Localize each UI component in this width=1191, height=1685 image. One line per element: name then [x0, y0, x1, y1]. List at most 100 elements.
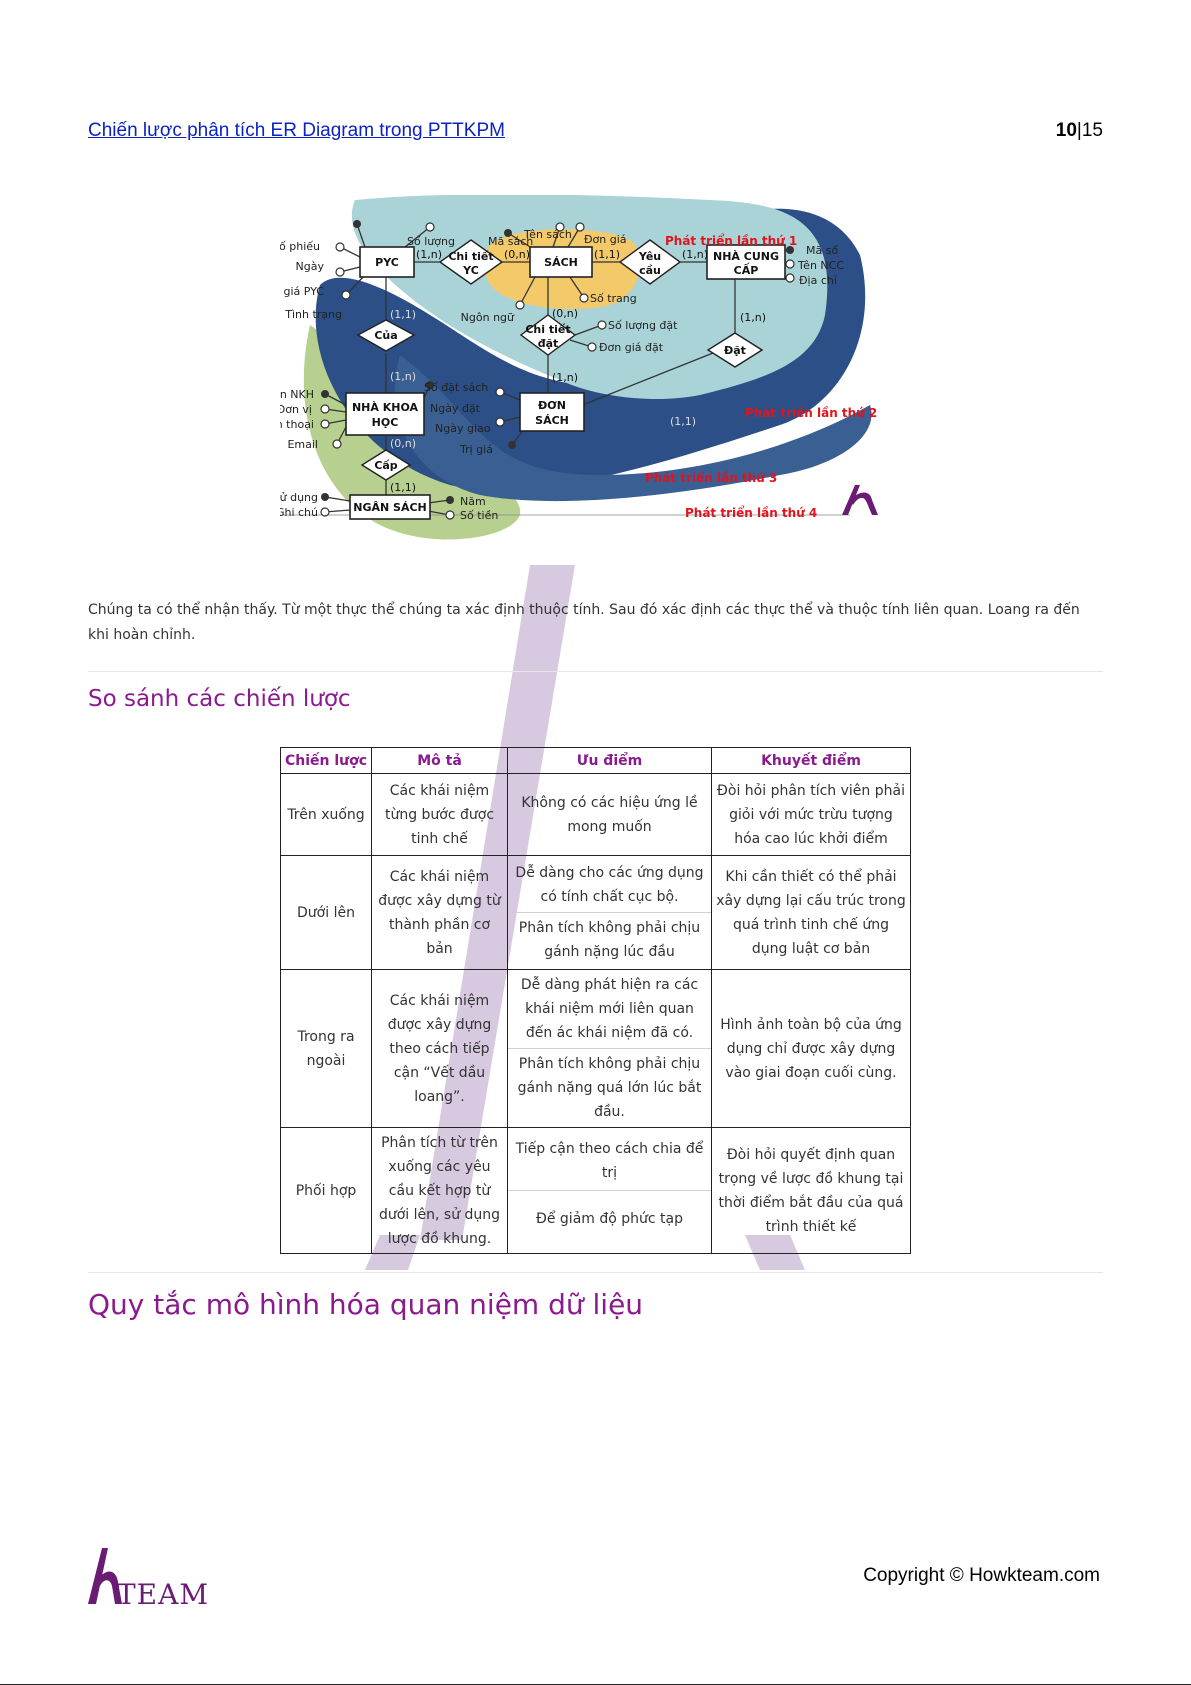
entity-label: NHÀ KHOA	[352, 401, 419, 414]
phase3-region	[394, 355, 872, 502]
attr-email: Email	[287, 438, 318, 451]
page-number: 10|15	[1055, 120, 1103, 141]
table-row: Trong ra ngoài Các khái niệm được xây dự…	[280, 969, 911, 1128]
col-header: Ưu điểm	[507, 747, 712, 774]
cardinality: (1,n)	[552, 371, 578, 384]
rel-label: Yêu	[638, 250, 661, 263]
attr-so-phieu: Số phiếu	[280, 240, 320, 253]
cell-pros: Không có các hiệu ứng lề mong muốn	[507, 773, 712, 856]
cell-strategy: Dưới lên	[280, 855, 372, 970]
attr-ngay-dat: Ngày đặt	[430, 402, 481, 415]
cardinality: (1,1)	[390, 481, 416, 494]
cell-pros: Tiếp cận theo cách chia để trị Để giảm đ…	[507, 1127, 712, 1254]
attr-ma-so: Mã số	[806, 244, 838, 257]
cell-desc: Các khái niệm được xây dựng theo cách ti…	[371, 969, 508, 1128]
entity-ngan-sach	[349, 494, 431, 520]
attr-so-luong: Số lượng	[407, 235, 455, 248]
phase-label-3: Phát triển lần thứ 3	[645, 470, 777, 485]
rel-label: Đặt	[724, 344, 746, 357]
divider	[88, 671, 1103, 672]
entity-label: NHÀ CUNG	[713, 250, 779, 263]
col-header: Khuyết điểm	[711, 747, 911, 774]
section-heading-rules: Quy tắc mô hình hóa quan niệm dữ liệu	[88, 1288, 644, 1321]
attr-so-trang: Số trang	[590, 292, 637, 305]
table-row: Dưới lên Các khái niệm được xây dựng từ …	[280, 855, 911, 970]
cell-desc: Các khái niệm từng bước được tinh chế	[371, 773, 508, 856]
attr-tri-gia: Trị giá	[459, 443, 493, 456]
attr-tri-gia-pyc: Trị giá PYC	[280, 285, 324, 298]
er-diagram: PYC SÁCH NHÀ CUNG CẤP NHÀ KHOA HỌC ĐƠN S…	[280, 195, 878, 540]
cell-pros: Dễ dàng cho các ứng dụng có tính chất cụ…	[507, 855, 712, 970]
rel-label: Chi tiết	[448, 250, 493, 263]
attr-so-tien: Số tiền	[460, 509, 498, 522]
cell-strategy: Trên xuống	[280, 773, 372, 856]
copyright-text: Copyright © Howkteam.com	[863, 1565, 1100, 1586]
entity-don-sach	[519, 392, 585, 432]
entity-nha-cung-cap	[706, 244, 786, 280]
cardinality: (1,n)	[390, 370, 416, 383]
entity-label: NGÂN SÁCH	[353, 501, 427, 514]
entity-label: CẤP	[734, 262, 759, 277]
attr-ngon-ngu: Ngôn ngữ	[461, 311, 515, 324]
h-logo-icon	[842, 485, 878, 515]
table-row: Phối hợp Phân tích từ trên xuống các yêu…	[280, 1127, 911, 1254]
attr-ngay-giao: Ngày giao	[435, 422, 491, 435]
body-paragraph: Chúng ta có thể nhận thấy. Từ một thực t…	[88, 602, 1080, 643]
strategy-comparison-table: Chiến lược Mô tả Ưu điểm Khuyết điểm Trê…	[280, 747, 911, 1254]
cell-pros: Dễ dàng phát hiện ra các khái niệm mới l…	[507, 969, 712, 1128]
logo-text: TEAM	[117, 1578, 210, 1611]
section-heading-compare: So sánh các chiến lược	[88, 686, 351, 712]
rel-cap	[360, 449, 412, 481]
cell-cons: Hình ảnh toàn bộ của ứng dụng chỉ được x…	[711, 969, 911, 1128]
attr-so-luong-dat: Số lượng đặt	[608, 319, 678, 332]
attr-don-gia: Đơn giá	[584, 233, 627, 246]
cardinality: (1,n)	[416, 248, 442, 261]
entity-sach	[529, 246, 593, 278]
attr-tinh-trang: Tình trạng	[284, 308, 342, 321]
attr-ten-ncc: Tên NCC	[797, 259, 844, 272]
table-row: Trên xuống Các khái niệm từng bước được …	[280, 773, 911, 856]
cardinality: (1,1)	[390, 308, 416, 321]
cell-desc: Phân tích từ trên xuống các yêu cầu kết …	[371, 1127, 508, 1254]
cell-strategy: Trong ra ngoài	[280, 969, 372, 1128]
cell-strategy: Phối hợp	[280, 1127, 372, 1254]
attr-don-gia-dat: Đơn giá đặt	[599, 341, 664, 354]
rel-label: Của	[374, 329, 397, 342]
howkteam-logo-icon	[88, 1548, 122, 1604]
attr-ten-nkh: Tên NKH	[280, 388, 314, 401]
rel-yeu-cau	[618, 239, 682, 285]
attr-don-vi: Đơn vị	[280, 403, 312, 416]
rel-chi-tiet-dat	[519, 314, 577, 356]
phase-label-2: Phát triển lần thứ 2	[745, 405, 877, 420]
entity-label: SÁCH	[544, 256, 578, 269]
cell-cons: Khi cần thiết có thể phải xây dựng lại c…	[711, 855, 911, 970]
phase-label-1: Phát triển lần thứ 1	[665, 233, 797, 248]
rel-label: Chi tiết	[525, 323, 570, 336]
cell-desc: Các khái niệm được xây dựng từ thành phầ…	[371, 855, 508, 970]
rel-label: đặt	[538, 337, 559, 350]
col-header: Mô tả	[371, 747, 508, 774]
cardinality: (0,n)	[504, 248, 530, 261]
rel-label: YC	[462, 264, 479, 277]
cardinality: (1,n)	[682, 248, 708, 261]
cardinality: (0,n)	[552, 307, 578, 320]
attr-su-dung: Sử dụng	[280, 491, 318, 504]
attr-ghi-chu: Ghi chú	[280, 506, 318, 519]
cardinality: (1,n)	[740, 311, 766, 324]
rel-cua	[356, 319, 416, 352]
document-title-link[interactable]: Chiến lược phân tích ER Diagram trong PT…	[88, 120, 505, 141]
rel-label: Cấp	[374, 459, 397, 472]
cell-cons: Đòi hỏi phân tích viên phải giỏi với mức…	[711, 773, 911, 856]
entity-pyc	[359, 246, 415, 278]
rel-label: cầu	[639, 264, 661, 277]
entity-label: PYC	[375, 256, 399, 269]
cardinality: (1,1)	[594, 248, 620, 261]
col-header: Chiến lược	[280, 747, 372, 774]
rel-chi-tiet-yc	[438, 239, 504, 285]
attr-ten-sach: Tên sách	[523, 228, 572, 241]
entity-label: ĐƠN	[538, 399, 566, 412]
attr-dia-chi: Địa chỉ	[799, 274, 837, 287]
divider	[88, 1272, 1103, 1273]
cardinality: (0,n)	[390, 437, 416, 450]
rel-dat	[706, 332, 764, 368]
